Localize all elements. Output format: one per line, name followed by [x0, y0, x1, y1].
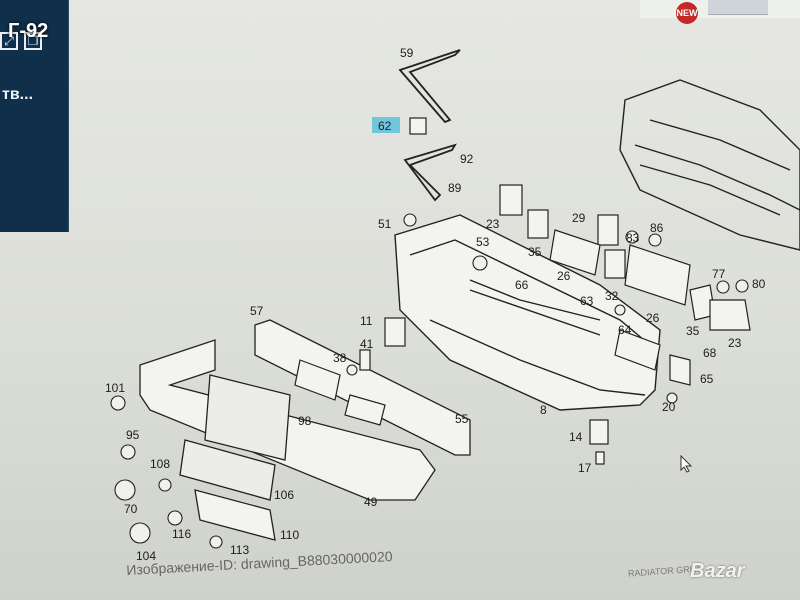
- copy-icon[interactable]: ❐: [24, 32, 42, 50]
- part-label-29: 29: [572, 211, 586, 225]
- expand-icon[interactable]: ⤢: [0, 32, 18, 50]
- part-label-14: 14: [569, 430, 583, 444]
- part-label-51: 51: [378, 217, 392, 231]
- sidebar-truncated-text[interactable]: тв...: [2, 86, 34, 103]
- part-label-108: 108: [150, 457, 170, 471]
- part-label-26: 26: [557, 269, 571, 283]
- part-label-68: 68: [703, 346, 717, 360]
- part-label-116: 116: [172, 527, 191, 541]
- front-bumper: [394, 214, 661, 411]
- part-label-95: 95: [126, 428, 140, 442]
- grille-bar: [254, 319, 471, 456]
- part-label-8: 8: [540, 403, 547, 417]
- part-label-64: 64: [618, 323, 632, 337]
- part-label-110: 110: [280, 528, 299, 542]
- part-label-77: 77: [712, 267, 726, 281]
- part-label-55: 55: [455, 412, 469, 426]
- highlight-62: [372, 117, 400, 133]
- top-right-button[interactable]: [708, 0, 768, 15]
- part-label-35: 35: [686, 324, 700, 338]
- small-parts: [294, 117, 751, 465]
- part-label-32: 32: [605, 289, 619, 303]
- part-label-63: 63: [580, 294, 594, 308]
- part-label-101: 101: [105, 381, 125, 395]
- part-label-66: 66: [515, 278, 529, 292]
- part-label-53: 53: [476, 235, 490, 249]
- part-label-35: 35: [528, 245, 542, 259]
- part-label-89: 89: [448, 181, 462, 195]
- part-label-98: 98: [298, 414, 312, 428]
- part-label-106: 106: [274, 488, 294, 502]
- bumper-strip: [139, 339, 436, 501]
- part-label-38: 38: [333, 351, 347, 365]
- part-label-26: 26: [646, 311, 660, 325]
- new-badge[interactable]: NEW: [676, 2, 698, 24]
- fasteners: [110, 213, 749, 549]
- part-label-83: 83: [626, 231, 640, 245]
- part-label-41: 41: [360, 337, 374, 351]
- part-label-20: 20: [662, 400, 676, 414]
- part-label-92: 92: [460, 152, 474, 166]
- part-labels: 59 62 92 89 51 23 53 29 35 83 86 66 26 63 32 64 77 80 26 35…: [105, 46, 766, 563]
- moldings: [398, 49, 461, 202]
- part-label-70: 70: [124, 502, 138, 516]
- part-label-62: 62: [378, 119, 392, 133]
- site-logo: Bazar: [690, 560, 745, 582]
- part-label-23: 23: [486, 217, 500, 231]
- part-label-11: 11: [360, 314, 373, 328]
- trim-strip: [194, 489, 276, 541]
- part-label-23: 23: [728, 336, 742, 350]
- part-label-57: 57: [250, 304, 264, 318]
- part-label-59: 59: [400, 46, 414, 60]
- part-label-49: 49: [364, 495, 378, 509]
- part-label-80: 80: [752, 277, 766, 291]
- part-label-65: 65: [700, 372, 714, 386]
- part-label-113: 113: [230, 543, 249, 557]
- part-label-17: 17: [578, 461, 592, 475]
- part-label-104: 104: [136, 549, 156, 563]
- seller-watermark: Г-92: [8, 20, 49, 42]
- mouse-cursor-icon: [680, 455, 692, 473]
- left-sidebar: ⤢ ❐ тв...: [0, 0, 69, 232]
- car-body-outline: [619, 79, 800, 251]
- part-label-86: 86: [650, 221, 664, 235]
